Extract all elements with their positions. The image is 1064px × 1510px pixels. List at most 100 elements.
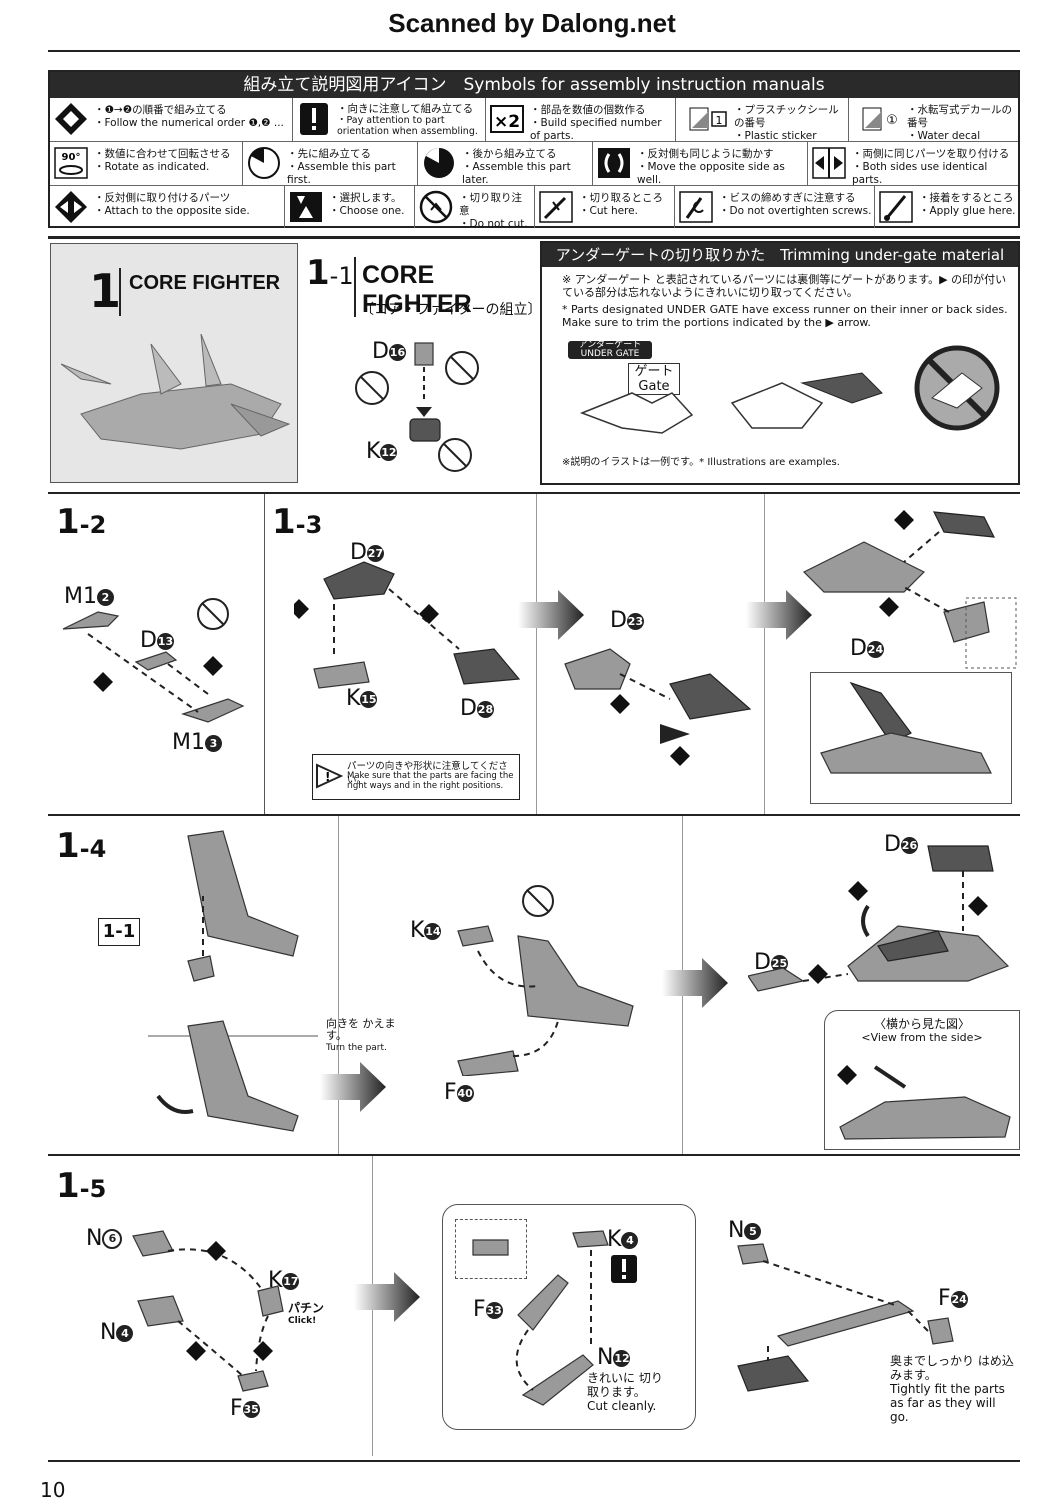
badge-jp: アンダーゲート — [578, 340, 642, 350]
glue-brush-icon — [879, 191, 913, 223]
next-arrow-icon — [518, 590, 584, 640]
symbol-later: ・後から組み立てる・Assemble this part later. — [418, 142, 593, 186]
symbol-jp: ・後から組み立てる — [462, 148, 557, 160]
part-k17 — [257, 1285, 284, 1317]
step-order-3-icon — [808, 964, 828, 984]
rotate-degree: 90° — [62, 152, 81, 163]
step1-divider — [119, 268, 121, 316]
body-lower — [187, 1020, 299, 1132]
runner: K — [346, 686, 361, 711]
body-lower — [737, 1355, 810, 1392]
symbol-rotate: 90° ・数値に合わせて回転させる・Rotate as indicated. — [50, 142, 243, 186]
section-rule — [48, 814, 1020, 816]
side-view-illustration — [837, 1065, 1011, 1140]
choose-one-icon — [290, 192, 322, 222]
step1-2-illustration — [62, 598, 245, 723]
symbol-jp: ・プラスチックシールの番号 — [734, 104, 839, 129]
part-n12 — [521, 1354, 594, 1406]
runner: K — [410, 918, 425, 943]
step1-number: 1 — [89, 264, 122, 318]
next-arrow-icon — [354, 1272, 420, 1322]
symbol-jp: ・選択します。 — [329, 192, 402, 204]
symbol-en: ・Water decal number — [907, 130, 981, 142]
cut-jp: きれいに 切り取ります。 — [587, 1371, 663, 1399]
runner: K — [268, 1268, 283, 1293]
part-number: 2 — [96, 588, 114, 606]
step-order-2-icon — [968, 896, 988, 916]
next-arrow-icon — [746, 590, 812, 640]
bottom-rule — [48, 1460, 1020, 1462]
symbol-jp: ・数値に合わせて回転させる — [94, 148, 231, 160]
section-rule — [48, 492, 1020, 494]
step1-box: 1 CORE FIGHTER — [50, 243, 298, 483]
step-order-1-icon — [894, 510, 914, 530]
gate-inset — [455, 1219, 527, 1279]
cut-note: きれいに 切り取ります。 Cut cleanly. — [587, 1371, 667, 1413]
symbol-jp: ・向きに注意して組み立てる — [337, 103, 474, 115]
step1-4b-illustration — [457, 885, 634, 1076]
turn-en: Turn the part. — [326, 1043, 387, 1053]
section-rule — [48, 1154, 1020, 1156]
part-upper — [932, 511, 996, 538]
step1-4a-illustration — [148, 830, 318, 1132]
step1-4-number: 1-4 — [56, 826, 106, 866]
step1-3-divider — [536, 494, 537, 814]
both-sides-icon — [812, 147, 846, 179]
runner: N — [597, 1345, 614, 1370]
side-view-inset: 〈横から見た図〉 <View from the side> — [824, 1010, 1020, 1150]
note-jp: パーツの向きや形状に注意してください。 — [347, 761, 508, 786]
part-label: F40 — [444, 1080, 474, 1105]
part-number: 17 — [282, 1272, 300, 1290]
orientation-note: ! パーツの向きや形状に注意してください。 Make sure that the… — [312, 754, 520, 800]
runner: D — [140, 628, 157, 653]
part-k12 — [409, 418, 441, 442]
part-k14 — [457, 925, 494, 947]
symbol-opposite-move: ・反対側も同じように動かす・Move the opposite side as … — [593, 142, 808, 186]
part-number: 26 — [900, 836, 918, 854]
symbol-jp: ・先に組み立てる — [287, 148, 371, 160]
step-order-1-icon — [294, 599, 309, 619]
symbol-en: ・Pay attention to part orientation when … — [337, 115, 478, 137]
step1-3c-illustration — [802, 510, 1017, 669]
step1-1-illustration — [355, 342, 479, 472]
symbol-jp: ・反対側も同じように動かす — [637, 148, 774, 160]
exclamation-icon: ! — [316, 763, 343, 789]
part-label: D13 — [140, 628, 174, 653]
step1-3a-illustration — [294, 561, 521, 689]
click-callout: パチン Click! — [288, 1302, 324, 1328]
runner: F — [473, 1297, 486, 1322]
symbol-jp: ・水転写式デカールの番号 — [907, 104, 1012, 129]
runner: D — [850, 636, 867, 661]
part-label: K17 — [268, 1268, 300, 1293]
symbol-en: ・Choose one. — [329, 205, 405, 217]
sticker-number: 1 — [716, 114, 723, 127]
part-k15 — [313, 661, 370, 689]
part-n5 — [737, 1243, 769, 1265]
cut-en: Cut cleanly. — [587, 1399, 657, 1413]
symbol-en: ・Assemble this part first. — [287, 161, 396, 186]
step-num: 1 — [56, 826, 80, 866]
runner: N — [728, 1218, 745, 1243]
side-view-jp: 〈横から見た図〉 — [873, 1017, 970, 1031]
part-d28 — [453, 648, 521, 685]
note-en: Make sure that the parts are facing the … — [347, 771, 514, 791]
runner: F — [938, 1286, 951, 1311]
undergate-note: ※説明のイラストは一例です。* Illustrations are exampl… — [562, 457, 840, 468]
step1-4c-illustration — [748, 845, 1010, 992]
symbol-en: ・Apply glue here. — [919, 205, 1016, 217]
part-label: D23 — [610, 608, 644, 633]
part-label: F35 — [230, 1396, 260, 1421]
step1-title: CORE FIGHTER — [129, 272, 281, 294]
part-label: F24 — [938, 1286, 968, 1311]
rotate-icon: 90° — [54, 147, 88, 179]
symbol-en: ・Move the opposite side as well. — [637, 161, 785, 186]
part-label: D26 — [884, 832, 918, 857]
part-number: 13 — [156, 632, 174, 650]
symbol-both-sides: ・両側に同じパーツを取り付ける・Both sides use identical… — [808, 142, 1018, 186]
assembled-body — [802, 541, 926, 593]
step-num: 1 — [56, 1166, 80, 1206]
screwdriver-icon — [679, 191, 713, 223]
